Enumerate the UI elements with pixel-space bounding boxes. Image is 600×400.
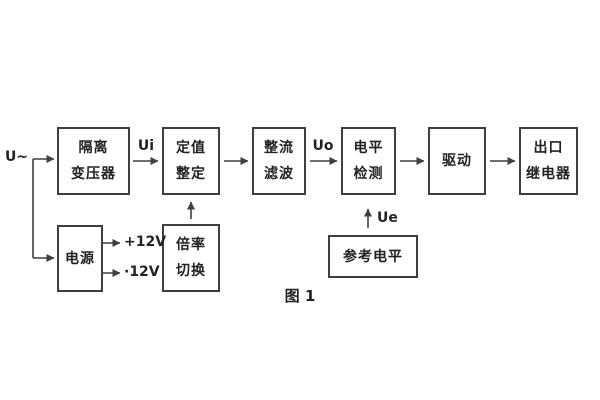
block-ratio-switch: 倍率 切换 bbox=[162, 224, 220, 292]
block-label: 驱动 bbox=[442, 153, 472, 169]
signal-label-ue: Ue bbox=[377, 210, 398, 226]
block-label: 电平 bbox=[353, 140, 384, 156]
block-label: 定值 bbox=[176, 140, 206, 156]
signal-label-ui: Ui bbox=[137, 138, 155, 154]
block-isolation-transformer: 隔离 变压器 bbox=[57, 127, 130, 195]
block-label: 整定 bbox=[176, 166, 206, 182]
block-label: 参考电平 bbox=[343, 248, 403, 265]
block-label: 继电器 bbox=[526, 166, 571, 182]
block-label: 倍率 bbox=[176, 237, 206, 253]
block-output-relay: 出口 继电器 bbox=[519, 127, 578, 195]
block-power-supply: 电源 bbox=[57, 225, 103, 292]
block-label: 整流 bbox=[264, 140, 294, 156]
block-label: 变压器 bbox=[71, 166, 116, 182]
block-reference-level: 参考电平 bbox=[328, 235, 418, 278]
signal-label-input: U~ bbox=[5, 149, 29, 165]
block-setting-adjust: 定值 整定 bbox=[162, 127, 220, 195]
block-level-detection: 电平 检测 bbox=[341, 127, 396, 195]
block-label: 电源 bbox=[65, 250, 95, 267]
signal-label-plus12v: +12V bbox=[124, 234, 167, 250]
signal-label-uo: Uo bbox=[312, 138, 334, 154]
block-label: 出口 bbox=[533, 140, 564, 156]
block-label: 隔离 bbox=[78, 140, 109, 156]
block-label: 检测 bbox=[353, 166, 384, 182]
block-driver: 驱动 bbox=[428, 127, 486, 195]
block-label: 滤波 bbox=[264, 166, 294, 182]
block-label: 切换 bbox=[176, 263, 206, 279]
block-rectifier-filter: 整流 滤波 bbox=[252, 127, 306, 195]
signal-label-minus12v: ·12V bbox=[124, 264, 160, 280]
figure-caption: 图 1 bbox=[284, 287, 316, 305]
